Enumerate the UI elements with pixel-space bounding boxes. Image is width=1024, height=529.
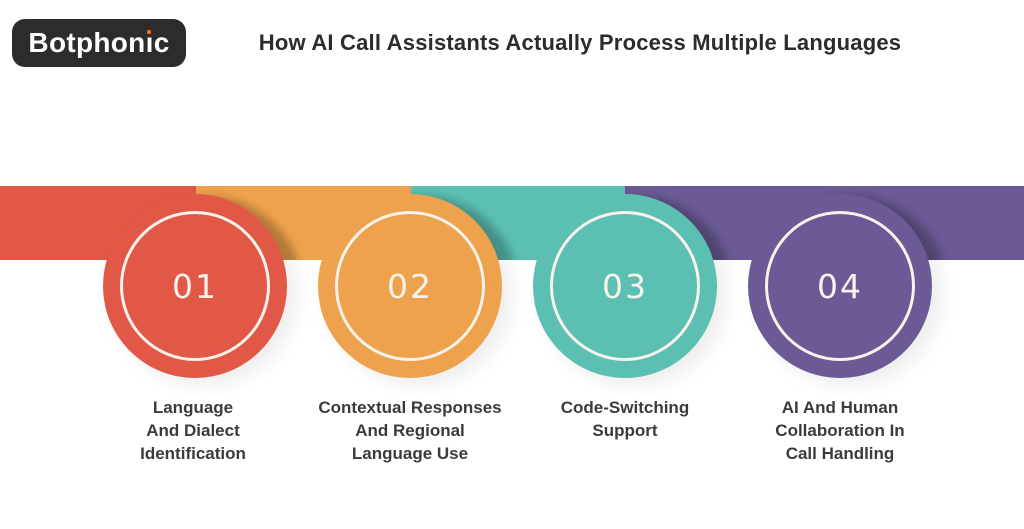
step-4-circle: 04 bbox=[748, 194, 932, 378]
step-1-label: Language And Dialect Identification bbox=[140, 398, 246, 463]
step-4-number: 04 bbox=[817, 266, 863, 306]
step-2-label: Contextual Responses And Regional Langua… bbox=[318, 398, 502, 463]
step-3-label: Code-Switching Support bbox=[560, 398, 690, 440]
step-1-ring: 01 bbox=[120, 211, 270, 361]
logo-i-letter: ı bbox=[145, 27, 154, 58]
step-4-ring: 04 bbox=[765, 211, 915, 361]
step-2-ring: 02 bbox=[335, 211, 485, 361]
step-2-number: 02 bbox=[387, 266, 433, 306]
step-1-circle: 01 bbox=[103, 194, 287, 378]
step-3-number: 03 bbox=[602, 266, 648, 306]
step-4-label: AI And Human Collaboration In Call Handl… bbox=[775, 398, 905, 463]
page-title: How AI Call Assistants Actually Process … bbox=[258, 30, 902, 55]
step-3-ring: 03 bbox=[550, 211, 700, 361]
logo-i-dot-icon bbox=[146, 29, 152, 35]
step-1-number: 01 bbox=[172, 266, 218, 306]
step-3-circle: 03 bbox=[533, 194, 717, 378]
step-2-circle: 02 bbox=[318, 194, 502, 378]
